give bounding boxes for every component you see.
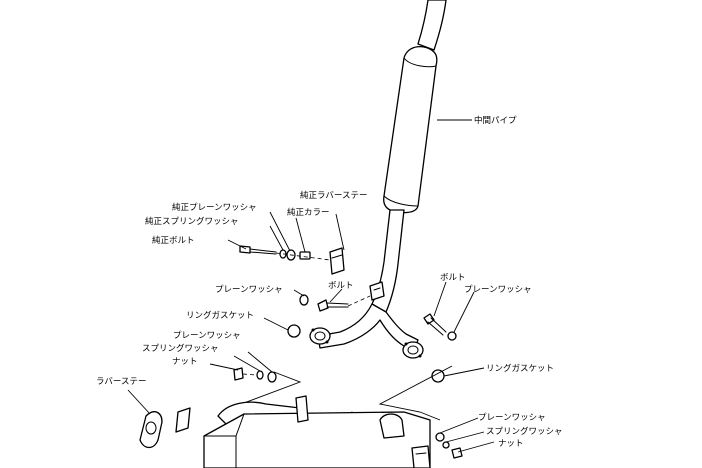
label-nut-left: ナット <box>172 357 198 367</box>
label-plain-washer-right: プレーンワッシャ <box>464 285 532 295</box>
label-ring-gasket-left: リングガスケット <box>186 310 254 321</box>
label-rubber-stay: ラバーステー <box>96 377 147 387</box>
label-oem-collar: 純正カラー <box>287 207 330 218</box>
right-plain-washer-part <box>447 331 457 341</box>
right-bolt-part <box>423 313 447 336</box>
label-ring-gasket-right: リングガスケット <box>486 363 554 374</box>
labels: 中間パイプ 純正ラバーステー 純正プレーンワッシャ 純正カラー 純正スプリングワ… <box>96 115 563 449</box>
label-spring-washer-left: スプリングワッシャ <box>142 343 219 354</box>
label-oem-plain-washer: 純正プレーンワッシャ <box>172 202 257 213</box>
label-plain-washer-center: プレーンワッシャ <box>215 285 283 295</box>
center-bolt-part <box>317 299 349 312</box>
oem-collar-part <box>299 251 311 260</box>
label-oem-rubber-stay: 純正ラバーステー <box>300 190 368 201</box>
muffler <box>203 395 431 468</box>
lower-right-fastener-stack <box>435 432 463 459</box>
center-plain-washer-part <box>299 294 309 306</box>
label-plain-washer-lower-right: プレーンワッシャ <box>478 413 546 423</box>
break-line-right <box>378 365 453 421</box>
middle-pipe <box>317 0 447 351</box>
label-oem-spring-washer: 純正スプリングワッシャ <box>145 216 239 227</box>
rubber-stay-part <box>139 407 191 449</box>
label-oem-bolt: 純正ボルト <box>152 235 195 246</box>
oem-rubber-stay-part <box>329 247 345 275</box>
oem-bolt-part <box>239 245 277 255</box>
leader-lines <box>127 119 495 453</box>
label-nut-lower-right: ナット <box>498 439 524 449</box>
label-bolt-center: ボルト <box>328 281 354 291</box>
label-spring-washer-lower-right: スプリングワッシャ <box>486 426 563 437</box>
label-middle-pipe: 中間パイプ <box>474 115 517 126</box>
right-flange <box>402 341 424 359</box>
left-flange <box>309 327 331 345</box>
label-plain-washer-left: プレーンワッシャ <box>173 331 241 341</box>
ring-gasket-left-part <box>287 324 301 338</box>
label-bolt-right: ボルト <box>440 273 466 283</box>
